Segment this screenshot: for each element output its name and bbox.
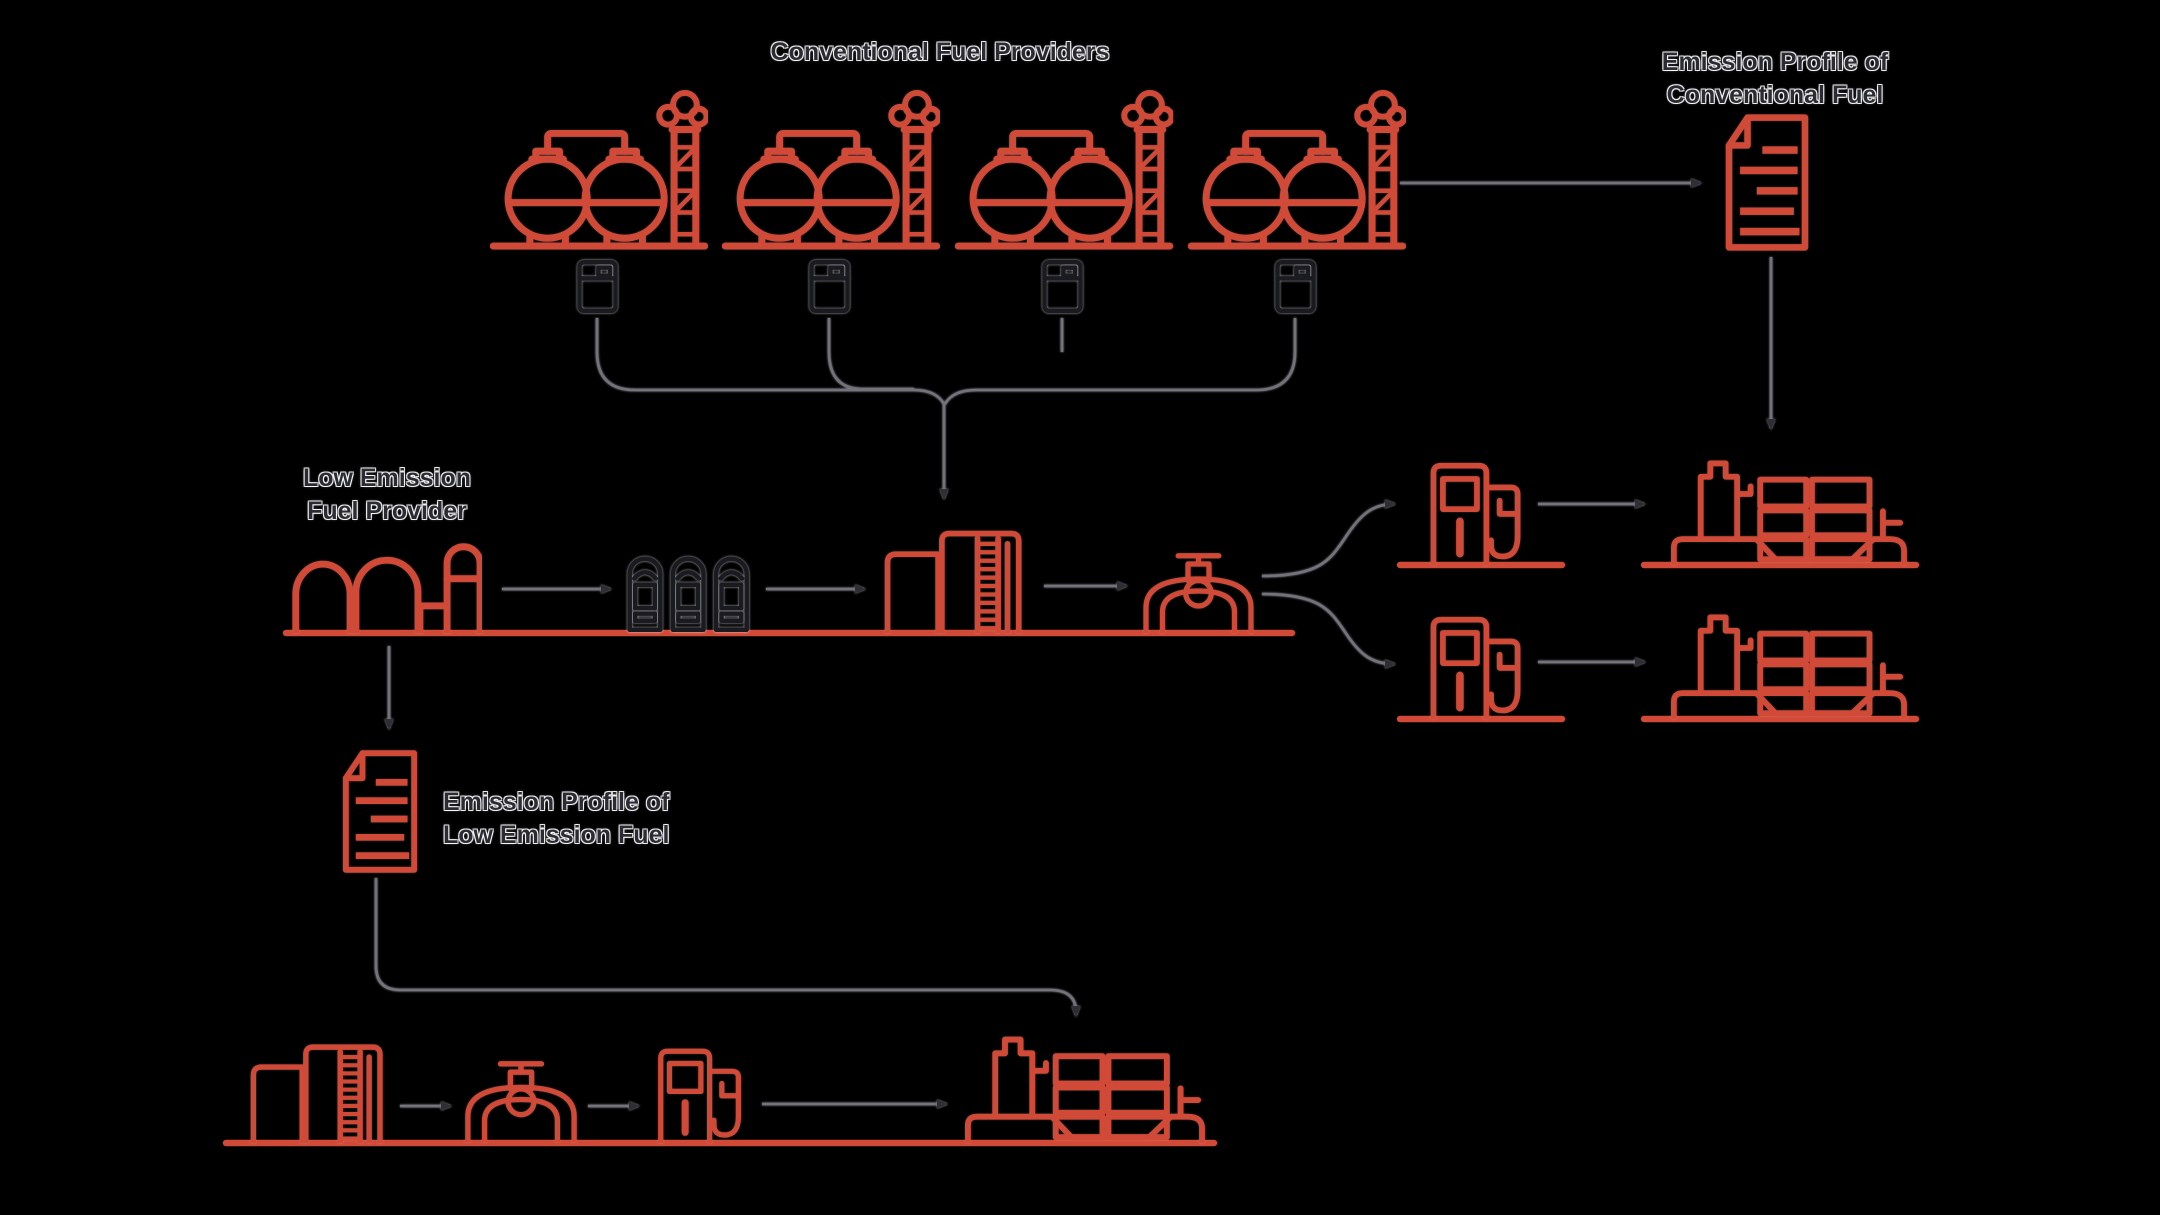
conventional-fuel-providers-label: Conventional Fuel Providers [770,38,1110,66]
emission-profile-conventional-label-line2: Conventional Fuel [1666,81,1884,109]
fuel-pump-icon-low [1433,620,1517,719]
valve-tank-icon-bottom [468,1064,574,1141]
low-emission-fuel-provider-label-line1: Low Emission [302,464,472,492]
storage-tanks-icon [630,559,747,630]
connectors [374,178,1776,1111]
low-emission-fuel-provider-label: Low Emission Fuel Provider [277,462,497,528]
refinery-icon-3 [958,93,1171,246]
fuel-pump-icon-bottom [661,1051,739,1143]
barrel-icon-4 [1278,262,1314,311]
emission-profile-conventional-label: Emission Profile of Conventional Fuel [1655,46,1895,112]
ship-icon-low [1674,617,1904,717]
emission-profile-conventional-label-line1: Emission Profile of [1661,48,1889,76]
connector-valvetank-to-low-pump [1261,592,1396,669]
connector-barrel1-merge [595,318,949,500]
valve-tank-icon-mid [1146,556,1251,632]
baselines [222,561,1920,1147]
connector-low-doc-to-bottom-ship [374,878,1081,1017]
connector-barrel2-merge [827,318,914,391]
emission-profile-low-doc-icon [346,753,414,870]
refinery-icon-1 [493,93,706,246]
ship-icon-top [1674,463,1904,563]
low-emission-provider-icon [296,547,480,633]
barrel-icon-1 [580,262,616,311]
emission-profile-low-label-line2: Low Emission Fuel [443,821,670,849]
conventional-refineries [493,93,1404,246]
barrel-icon-3 [1045,262,1081,311]
emission-profile-conventional-doc-icon [1729,118,1805,248]
connector-valvetank-to-top-pump [1261,499,1396,578]
low-emission-fuel-provider-label-line2: Fuel Provider [307,497,467,525]
refinery-icon-4 [1191,93,1404,246]
fuel-barrels [580,262,1314,311]
connector-barrel4-merge [943,318,1297,405]
plant-icon-bottom [253,1047,380,1143]
ship-icon-bottom [968,1040,1202,1141]
barrel-icon-2 [812,262,848,311]
fuel-pump-icon-top [1433,466,1517,565]
refinery-icon-2 [725,93,938,246]
emission-profile-low-label: Emission Profile of Low Emission Fuel [443,786,723,852]
emission-profile-low-label-line1: Emission Profile of [443,788,670,816]
plant-icon-mid [888,534,1019,633]
